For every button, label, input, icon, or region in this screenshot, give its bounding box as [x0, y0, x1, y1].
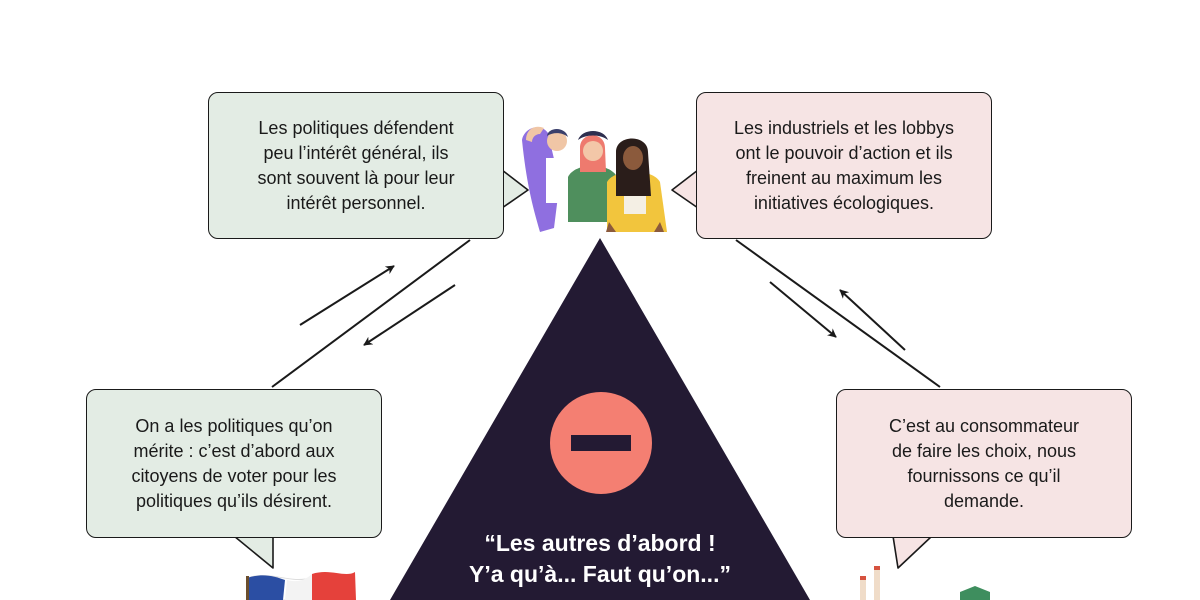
bubble-tail-citizens: [233, 535, 274, 569]
bubble-politicians-line: intérêt personnel.: [286, 192, 426, 213]
slogan: “Les autres d’abord ! Y’a qu’à... Faut q…: [420, 528, 780, 590]
connector-right: [735, 239, 941, 388]
bubble-consumers: C’est au consommateur de faire les choix…: [836, 389, 1132, 538]
bubble-consumers-line: de faire les choix, nous: [891, 440, 1077, 461]
bubble-politicians: Les politiques défendent peu l’intérêt g…: [208, 92, 504, 239]
bubble-industry-line: Les industriels et les lobbys: [733, 117, 955, 138]
bubble-industry: Les industriels et les lobbys ont le pou…: [696, 92, 992, 239]
people-group-icon: [522, 126, 667, 232]
factory-icon: [860, 566, 990, 600]
bubble-citizens-line: politiques qu’ils désirent.: [135, 490, 333, 511]
slogan-line: “Les autres d’abord !: [484, 530, 716, 556]
slogan-line: Y’a qu’à... Faut qu’on...”: [469, 561, 731, 587]
bubble-tail-industry: [671, 169, 699, 209]
bubble-tail-politicians: [501, 169, 529, 209]
connector-left: [271, 239, 471, 388]
bubble-consumers-line: demande.: [943, 490, 1025, 511]
bubble-citizens-line: citoyens de voter pour les: [131, 465, 337, 486]
french-flag-icon: [246, 572, 356, 600]
bubble-tail-consumers: [892, 535, 933, 569]
bubble-citizens-line: On a les politiques qu’on: [135, 415, 333, 436]
bubble-citizens-line: mérite : c’est d’abord aux: [133, 440, 335, 461]
bubble-industry-line: freinent au maximum les: [745, 167, 943, 188]
bubble-industry-line: initiatives écologiques.: [753, 192, 935, 213]
bubble-consumers-line: fournissons ce qu’il: [907, 465, 1061, 486]
arrow-left-down: [363, 284, 456, 346]
arrow-right-down: [769, 281, 837, 338]
bubble-consumers-line: C’est au consommateur: [888, 415, 1080, 436]
bubble-politicians-line: sont souvent là pour leur: [257, 167, 455, 188]
bubble-politicians-line: peu l’intérêt général, ils: [263, 142, 449, 163]
bubble-politicians-line: Les politiques défendent: [258, 117, 454, 138]
arrow-left-up: [299, 265, 395, 326]
bubble-citizens: On a les politiques qu’on mérite : c’est…: [86, 389, 382, 538]
bubble-industry-line: ont le pouvoir d’action et ils: [735, 142, 953, 163]
arrow-right-up: [839, 289, 906, 351]
no-entry-icon: [550, 392, 652, 494]
